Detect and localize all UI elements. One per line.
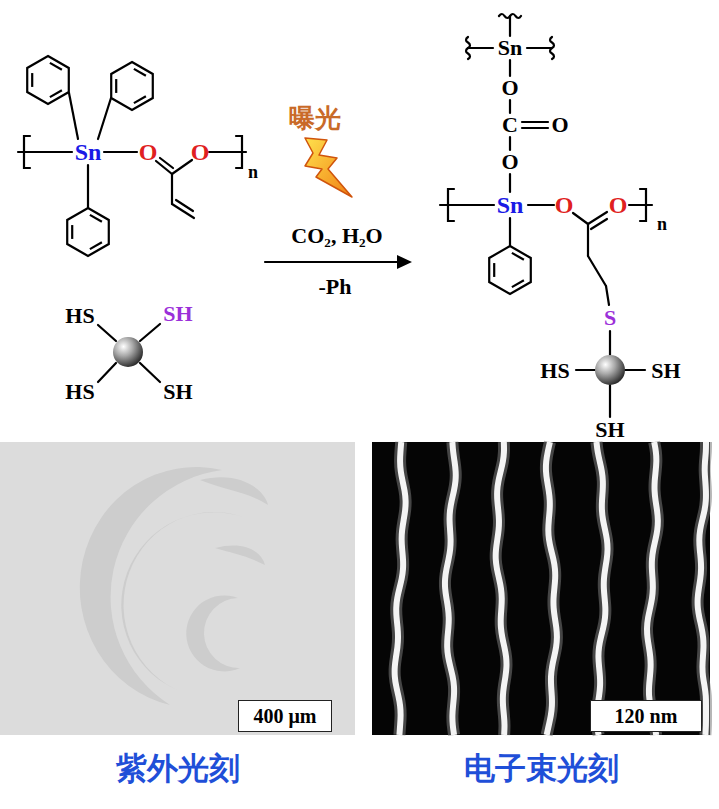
- line-glow: [698, 442, 706, 735]
- panel-caption: 紫外光刻: [0, 752, 355, 786]
- repeat-subscript: n: [247, 163, 259, 181]
- line-glow: [546, 442, 557, 735]
- thiol-label: HS: [64, 305, 95, 327]
- resist-line: [496, 442, 507, 735]
- ring-double-bond: [493, 263, 495, 277]
- resist-line: [596, 442, 607, 735]
- ring-double-bond: [71, 225, 73, 239]
- line-glow: [596, 442, 607, 735]
- ring-double-bond: [115, 79, 117, 93]
- benzene-ring: [111, 62, 153, 110]
- repeat-subscript: n: [656, 215, 668, 233]
- ring-double-bond: [50, 90, 62, 97]
- resist-line: [647, 442, 658, 735]
- resist-line: [445, 442, 456, 735]
- bonds: [18, 14, 652, 417]
- ebl-line-pattern: [395, 442, 706, 735]
- atom-label: O: [500, 77, 519, 99]
- line-glow: [445, 442, 456, 735]
- ring-double-bond: [512, 280, 524, 287]
- ring-double-bond: [50, 63, 62, 70]
- benzene-ring: [489, 246, 531, 294]
- ring-double-bond: [31, 73, 33, 87]
- uv-lithography-panel: 紫外光刻400 μm: [0, 442, 355, 735]
- thiol-label: SH: [162, 381, 193, 403]
- reaction-condition: -Ph: [318, 276, 353, 298]
- thiol-label: HS: [539, 360, 570, 382]
- atom-label: O: [190, 140, 211, 164]
- line-glow: [496, 442, 507, 735]
- uv-photo: [0, 442, 355, 735]
- scale-bar-box: 400 μm: [238, 700, 332, 732]
- atom-label: Sn: [497, 37, 523, 59]
- ring-double-bond: [90, 215, 102, 222]
- atom-label: Sn: [74, 140, 103, 164]
- thiol-label: HS: [64, 381, 95, 403]
- arrow-head: [397, 255, 412, 269]
- thiol-label: SH: [162, 303, 193, 325]
- resist-line: [698, 442, 706, 735]
- line-glow: [395, 442, 406, 735]
- benzene-ring: [27, 56, 69, 104]
- resist-line: [395, 442, 406, 735]
- scale-bar-label: 120 nm: [615, 706, 678, 726]
- ebl-photo: [372, 442, 710, 735]
- exposure-bolt: [305, 138, 352, 197]
- reaction-condition: CO₂, H₂O: [290, 225, 383, 247]
- line-glow: [647, 442, 658, 735]
- ebl-lithography-panel: 电子束光刻120 nm: [372, 442, 710, 735]
- atom-label: O: [550, 114, 569, 136]
- scale-bar-box: 120 nm: [590, 700, 702, 732]
- core-sphere: [113, 337, 143, 367]
- atom-label: C: [501, 114, 519, 136]
- ring-double-bond: [512, 253, 524, 260]
- resist-line: [546, 442, 557, 735]
- atom-label: Sn: [496, 193, 525, 217]
- atom-label: O: [138, 140, 159, 164]
- atom-label: O: [608, 193, 629, 217]
- scale-bar-label: 400 μm: [254, 706, 317, 726]
- thiol-label: SH: [594, 419, 625, 441]
- core-sphere: [595, 355, 625, 385]
- ring-double-bond: [90, 242, 102, 249]
- atom-label: O: [500, 151, 519, 173]
- thiol-label: SH: [650, 360, 681, 382]
- phenyl-rings: [27, 56, 531, 294]
- ring-double-bond: [134, 69, 146, 76]
- exposure-label: 曝光: [288, 105, 342, 131]
- benzene-ring: [67, 208, 109, 256]
- uv-pattern-logo: [80, 467, 268, 705]
- atom-label: O: [554, 193, 575, 217]
- ring-double-bond: [134, 96, 146, 103]
- atom-label: S: [603, 307, 617, 329]
- panel-caption: 电子束光刻: [372, 752, 710, 786]
